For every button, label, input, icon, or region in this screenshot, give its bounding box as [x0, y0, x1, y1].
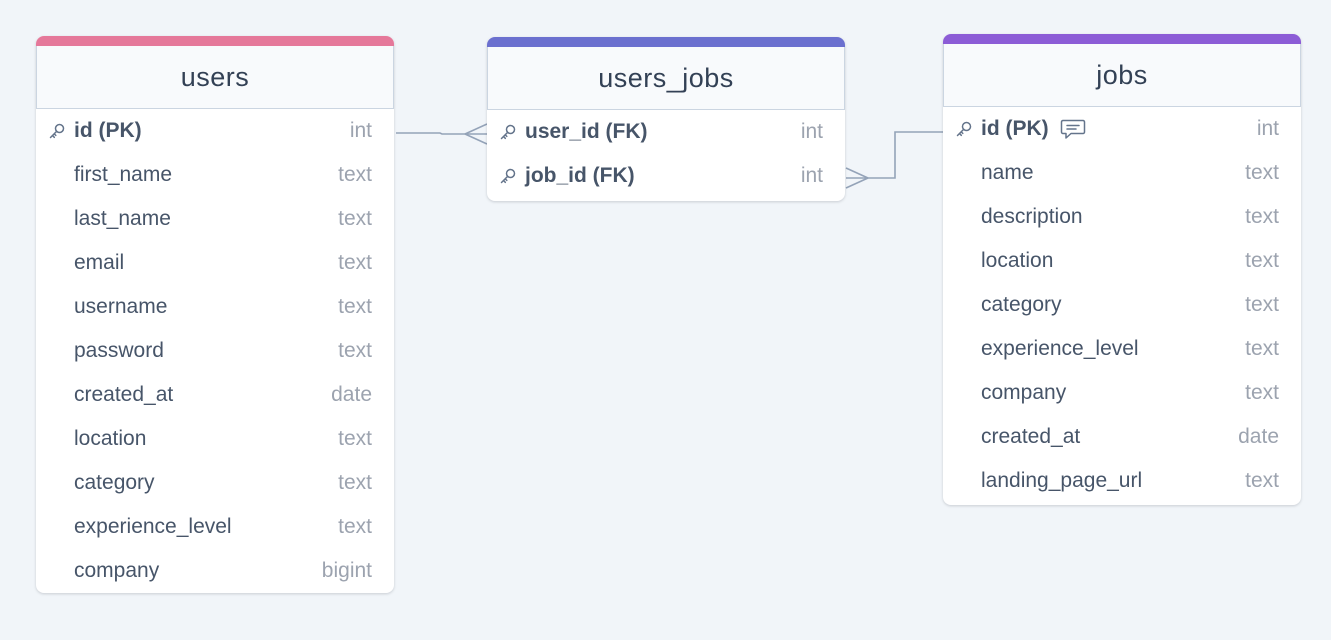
column-row[interactable]: user_id (FK) int — [487, 110, 845, 154]
column-type: int — [1256, 117, 1279, 140]
key-icon — [48, 122, 66, 140]
column-name: location — [74, 427, 147, 450]
column-list: id (PK) int first_name text last_name te… — [36, 109, 394, 593]
column-name: id (PK) — [74, 119, 142, 142]
column-name: experience_level — [981, 337, 1139, 360]
column-name: landing_page_url — [981, 469, 1143, 492]
key-icon — [499, 167, 517, 185]
column-row[interactable]: id (PK) int — [36, 109, 394, 153]
column-type: text — [338, 295, 372, 318]
column-row[interactable]: category text — [943, 283, 1301, 327]
column-row[interactable]: last_name text — [36, 197, 394, 241]
table-accent-bar — [943, 34, 1301, 44]
column-name: username — [74, 295, 168, 318]
column-name: category — [74, 471, 155, 494]
table-accent-bar — [36, 36, 394, 46]
column-type: date — [331, 383, 372, 406]
column-name: created_at — [981, 425, 1081, 448]
column-name: description — [981, 205, 1083, 228]
column-row[interactable]: name text — [943, 151, 1301, 195]
comment-icon[interactable] — [1060, 118, 1086, 140]
column-type: text — [338, 251, 372, 274]
column-row[interactable]: username text — [36, 285, 394, 329]
column-type: int — [800, 164, 823, 187]
column-row[interactable]: job_id (FK) int — [487, 154, 845, 198]
relationship-users-users-jobs[interactable] — [396, 123, 488, 145]
column-name: job_id (FK) — [525, 164, 635, 187]
column-type: text — [1245, 469, 1279, 492]
column-row[interactable]: created_at date — [943, 415, 1301, 459]
column-name: name — [981, 161, 1034, 184]
column-row[interactable]: id (PK) int — [943, 107, 1301, 151]
table-title: jobs — [1096, 59, 1148, 90]
column-name: last_name — [74, 207, 171, 230]
column-name: email — [74, 251, 125, 274]
column-type: text — [1245, 337, 1279, 360]
column-type: int — [800, 120, 823, 143]
key-icon — [499, 123, 517, 141]
column-type: date — [1238, 425, 1279, 448]
column-type: int — [349, 119, 372, 142]
key-icon — [955, 120, 973, 138]
column-row[interactable]: landing_page_url text — [943, 459, 1301, 503]
column-type: text — [338, 471, 372, 494]
column-name: company — [74, 559, 160, 582]
table-title: users — [180, 61, 250, 92]
table-header[interactable]: users_jobs — [487, 47, 845, 110]
table-header[interactable]: users — [36, 46, 394, 109]
column-row[interactable]: experience_level text — [36, 505, 394, 549]
column-name: experience_level — [74, 515, 232, 538]
column-type: text — [338, 163, 372, 186]
relationship-jobs-users-jobs[interactable] — [845, 131, 943, 189]
column-row[interactable]: description text — [943, 195, 1301, 239]
column-row[interactable]: created_at date — [36, 373, 394, 417]
column-name: id (PK) — [981, 117, 1049, 140]
column-name: password — [74, 339, 164, 362]
table-users-jobs[interactable]: users_jobs user_id (FK) int job_id (FK) … — [487, 37, 845, 201]
column-type: text — [1245, 249, 1279, 272]
column-row[interactable]: password text — [36, 329, 394, 373]
table-header[interactable]: jobs — [943, 44, 1301, 107]
column-row[interactable]: company text — [943, 371, 1301, 415]
column-type: text — [1245, 161, 1279, 184]
column-list: user_id (FK) int job_id (FK) int — [487, 110, 845, 198]
column-name: user_id (FK) — [525, 120, 648, 143]
column-list: id (PK) int name text description text l… — [943, 107, 1301, 503]
column-name: category — [981, 293, 1062, 316]
column-row[interactable]: first_name text — [36, 153, 394, 197]
column-type: text — [338, 427, 372, 450]
column-name: created_at — [74, 383, 174, 406]
column-row[interactable]: location text — [943, 239, 1301, 283]
column-row[interactable]: category text — [36, 461, 394, 505]
column-type: text — [1245, 293, 1279, 316]
column-type: text — [338, 339, 372, 362]
column-type: bigint — [321, 559, 372, 582]
table-title: users_jobs — [598, 62, 734, 93]
column-row[interactable]: location text — [36, 417, 394, 461]
column-row[interactable]: email text — [36, 241, 394, 285]
table-jobs[interactable]: jobs id (PK) int name text description t… — [943, 34, 1301, 505]
column-name: company — [981, 381, 1067, 404]
table-accent-bar — [487, 37, 845, 47]
column-name: location — [981, 249, 1054, 272]
column-type: text — [338, 207, 372, 230]
column-type: text — [1245, 381, 1279, 404]
table-users[interactable]: users id (PK) int first_name text last_n… — [36, 36, 394, 593]
column-type: text — [1245, 205, 1279, 228]
column-name: first_name — [74, 163, 173, 186]
column-row[interactable]: experience_level text — [943, 327, 1301, 371]
column-row[interactable]: company bigint — [36, 549, 394, 593]
column-type: text — [338, 515, 372, 538]
